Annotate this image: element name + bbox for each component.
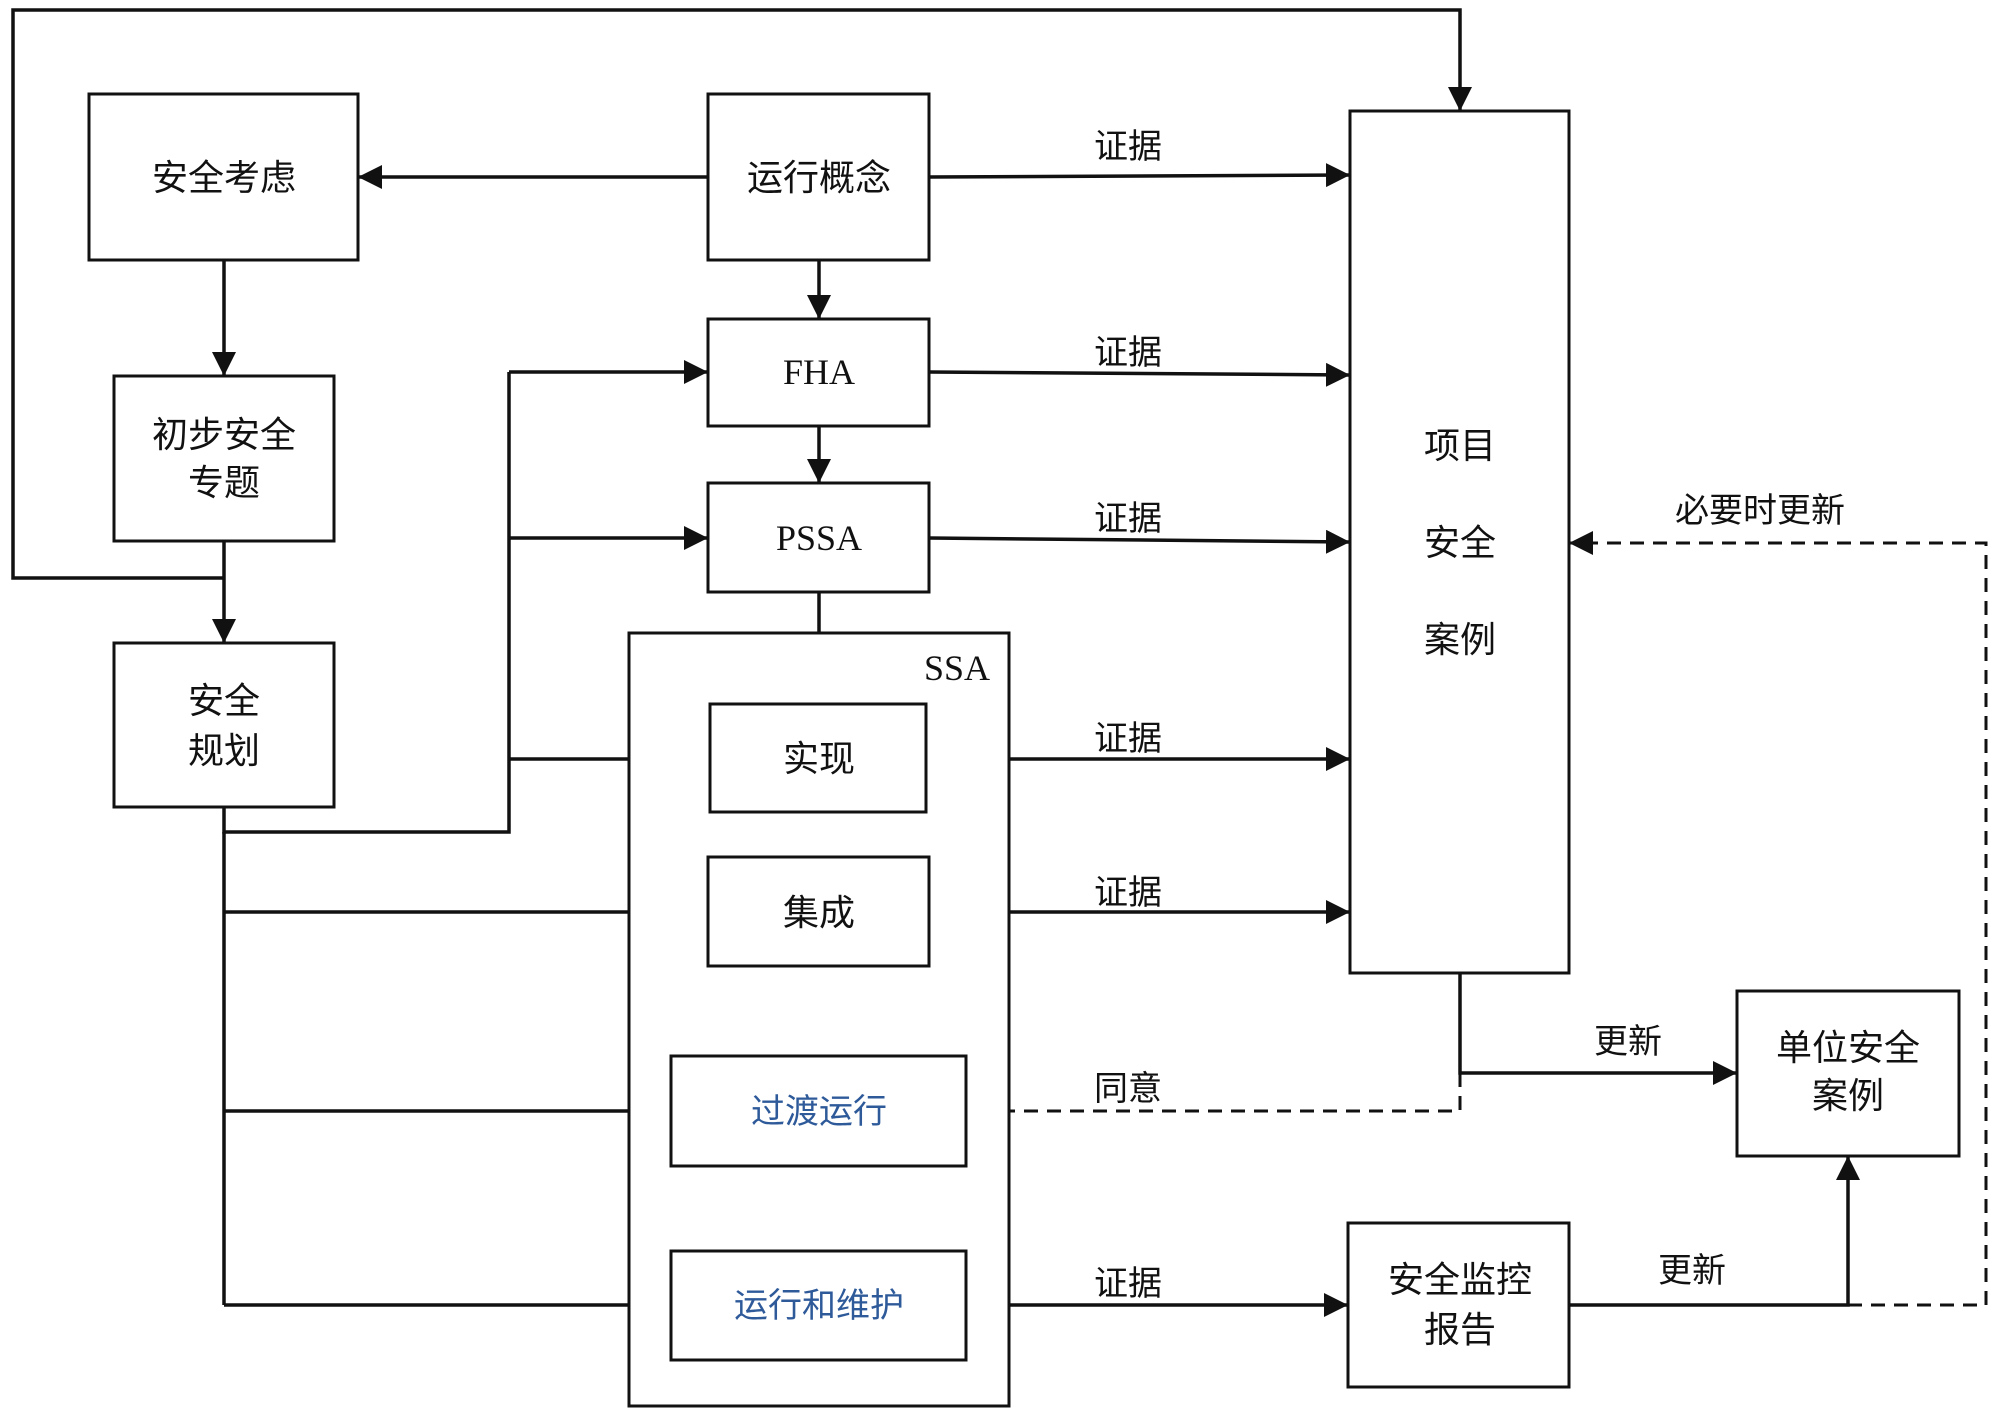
edge-label-update-when-needed: 必要时更新 (1675, 491, 1845, 531)
edge-label-evidence: 证据 (1094, 333, 1162, 373)
arrow-concept-evidence (928, 163, 1351, 188)
node-operation-maintenance[interactable]: 运行和维护 (669, 1249, 968, 1362)
feedback-loop-to-project-safety-case (11, 8, 1472, 580)
edge-label-evidence: 证据 (1094, 1264, 1162, 1304)
node-label-line2: 安全 (1424, 523, 1496, 564)
node-unit-safety-case[interactable]: 单位安全 案例 (1735, 989, 1961, 1158)
node-label-line1: 安全监控 (1388, 1260, 1532, 1301)
node-label: 过渡运行 (751, 1092, 887, 1132)
node-label-line1: 安全 (188, 681, 260, 722)
node-label-line2: 专题 (188, 463, 260, 504)
node-transition-operation[interactable]: 过渡运行 (669, 1054, 968, 1168)
node-label: 安全考虑 (152, 158, 296, 199)
edge-label-update: 更新 (1658, 1251, 1726, 1291)
node-safety-monitoring-report[interactable]: 安全监控 报告 (1346, 1221, 1571, 1389)
edge-label-evidence: 证据 (1094, 499, 1162, 539)
edge-label-evidence: 证据 (1094, 719, 1162, 759)
node-label-line2: 规划 (188, 731, 260, 772)
node-label-line1: 项目 (1424, 426, 1496, 467)
node-label-line2: 报告 (1424, 1310, 1496, 1351)
edge-label-evidence: 证据 (1094, 873, 1162, 913)
node-safety-consideration[interactable]: 安全考虑 (87, 92, 360, 262)
node-label: PSSA (776, 518, 862, 558)
node-label: 运行概念 (747, 158, 891, 199)
node-label: 运行和维护 (734, 1286, 904, 1326)
node-label-line1: 初步安全 (152, 415, 296, 456)
node-integration[interactable]: 集成 (706, 855, 931, 968)
node-label: 集成 (783, 893, 855, 934)
node-project-safety-case[interactable]: 项目 安全 案例 (1348, 109, 1571, 975)
node-implementation[interactable]: 实现 (708, 702, 928, 814)
dashed-update-when-needed (1569, 531, 1988, 1307)
node-preliminary-safety-topic[interactable]: 初步安全 专题 (112, 374, 336, 543)
arrow-pssa-evidence (928, 529, 1351, 554)
node-label: 实现 (783, 739, 855, 780)
node-label: FHA (783, 352, 855, 392)
arrow-fha-evidence (928, 362, 1351, 387)
node-label-line2: 案例 (1812, 1076, 1884, 1117)
dashed-agree-to-transition (966, 1073, 1462, 1123)
node-label-line3: 案例 (1424, 620, 1496, 661)
node-fha[interactable]: FHA (706, 317, 931, 428)
node-pssa[interactable]: PSSA (706, 481, 931, 594)
edge-label-agree: 同意 (1094, 1069, 1162, 1109)
node-safety-plan[interactable]: 安全 规划 (112, 641, 336, 809)
edge-label-evidence: 证据 (1094, 127, 1162, 167)
plan-bus-upper (222, 372, 511, 834)
node-operational-concept[interactable]: 运行概念 (706, 92, 931, 262)
edge-label-update: 更新 (1594, 1022, 1662, 1062)
ssa-group-label: SSA (924, 648, 990, 688)
node-label-line1: 单位安全 (1776, 1028, 1920, 1069)
